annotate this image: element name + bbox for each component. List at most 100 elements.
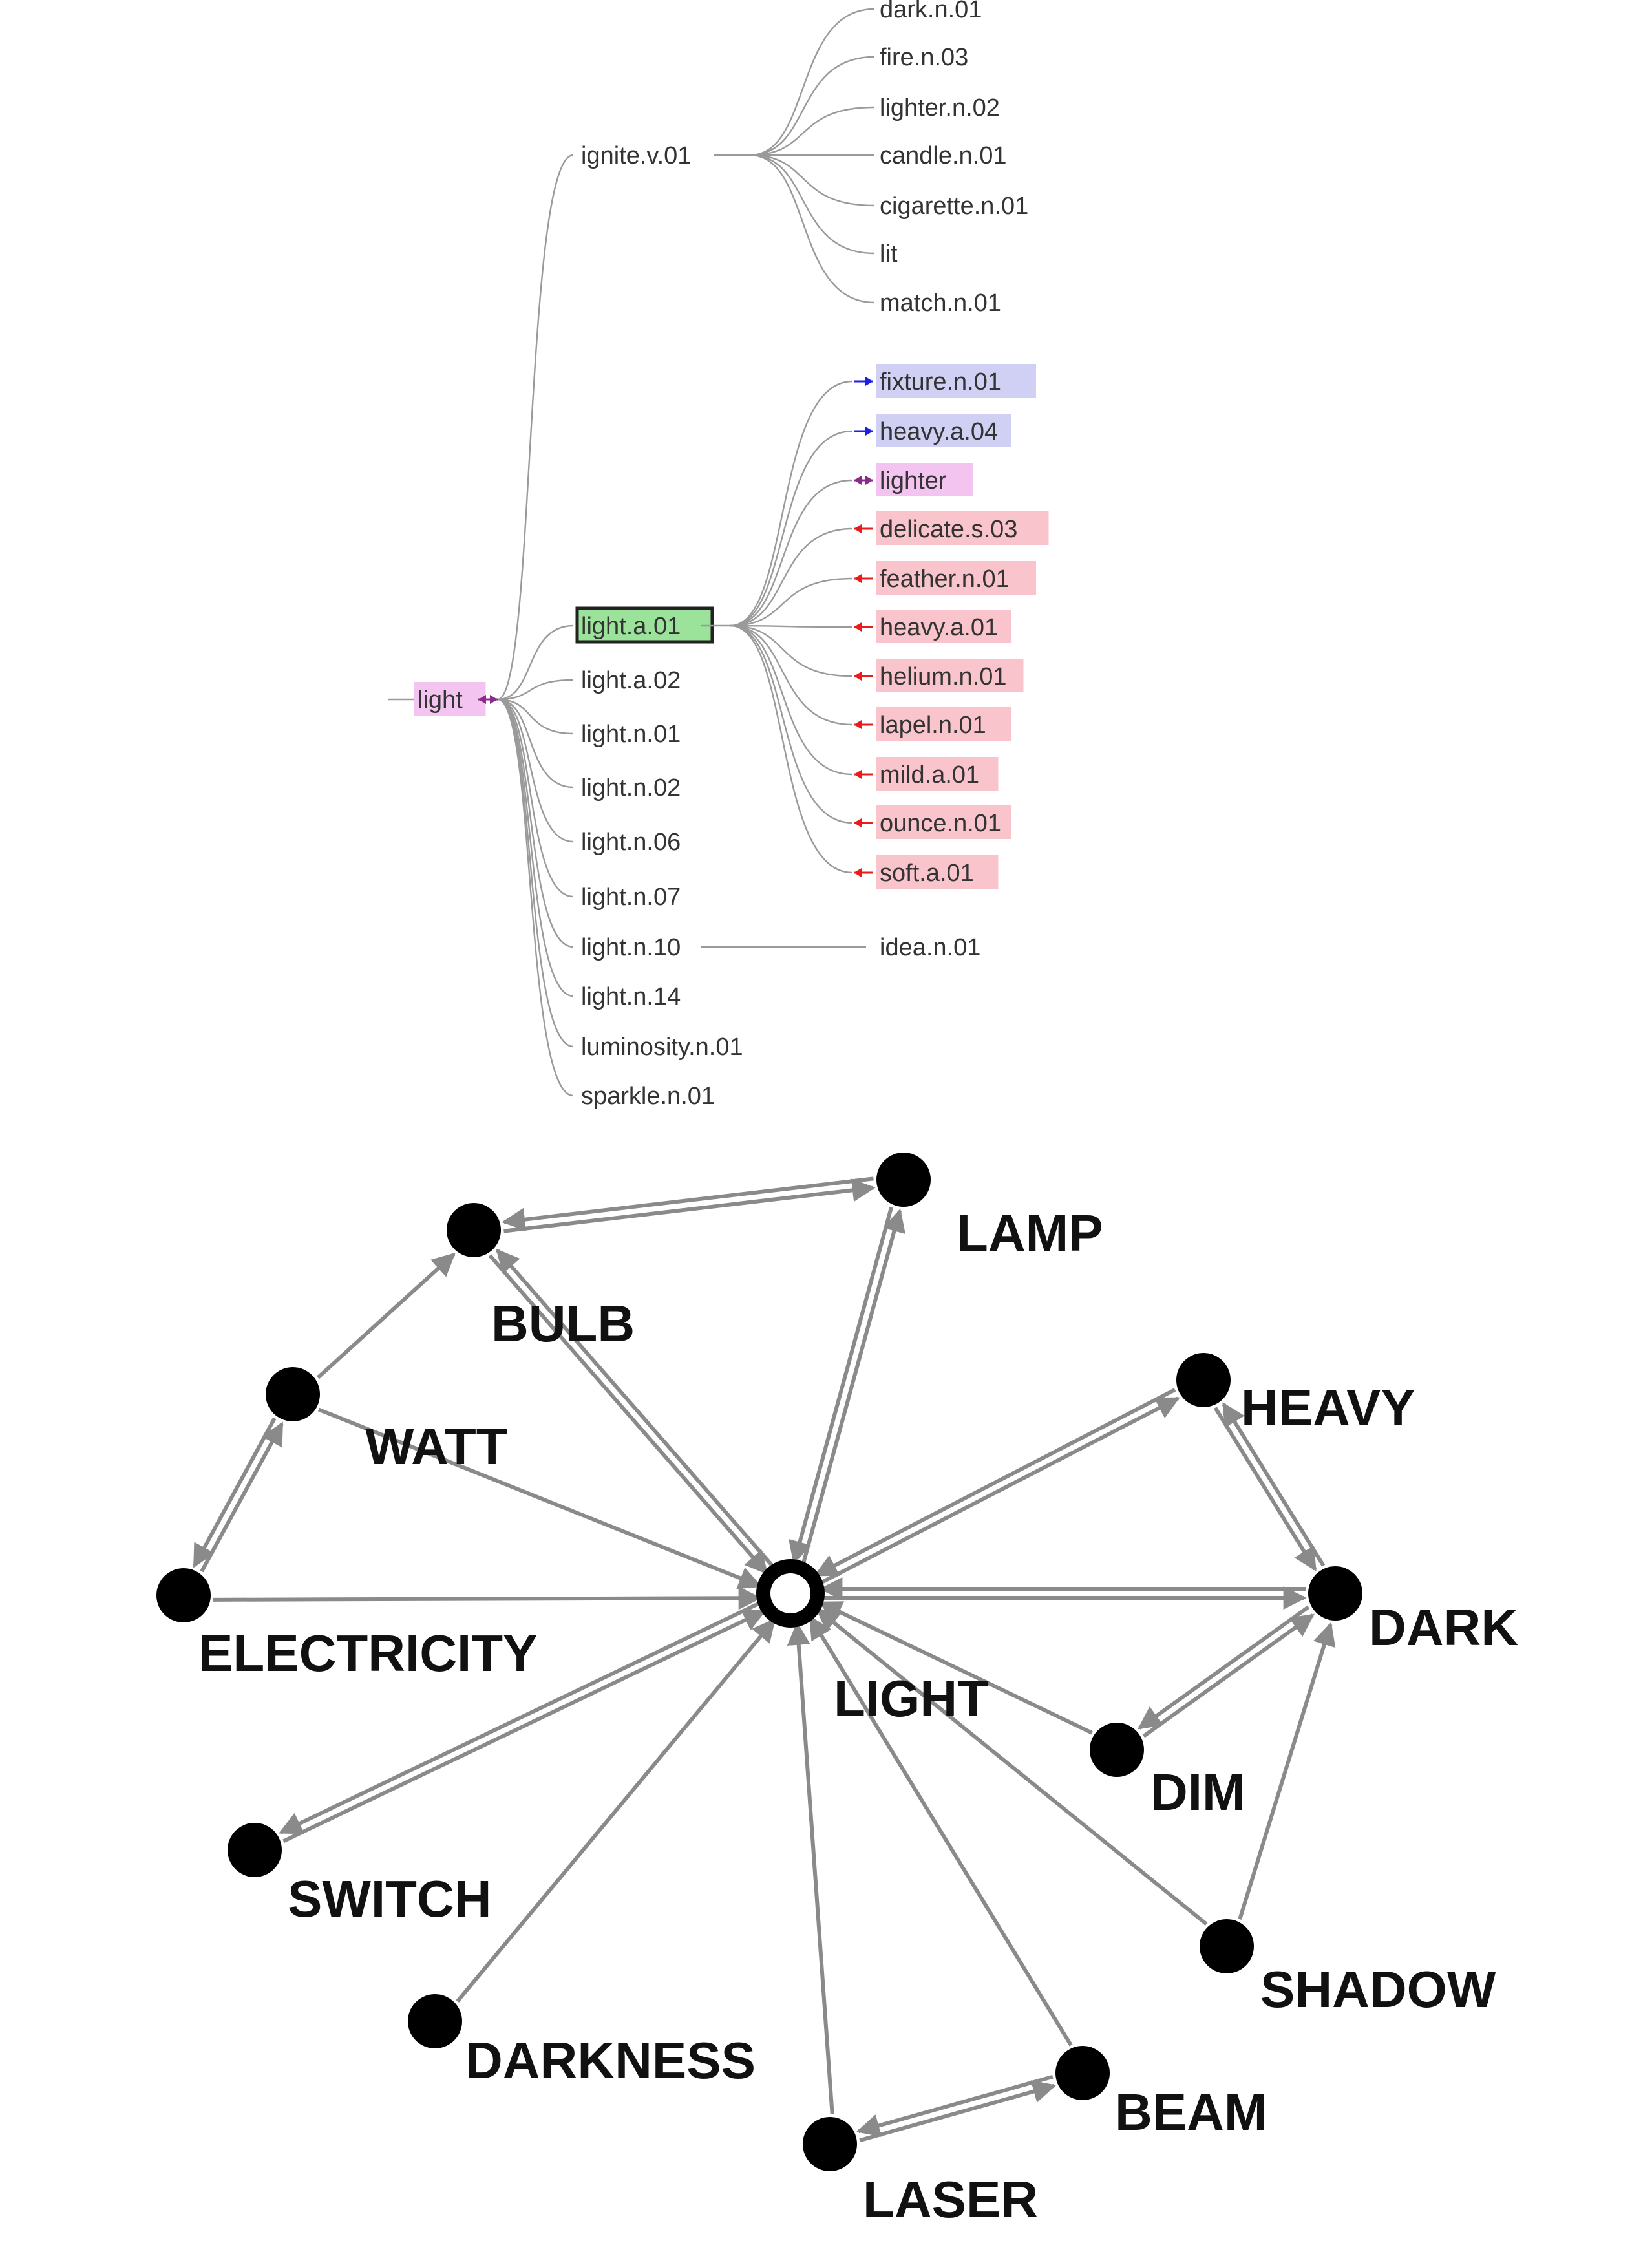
net-node-dim[interactable]: DIM (1090, 1723, 1245, 1821)
edge-root-light-a-02 (497, 679, 574, 701)
tree-node-dark-n-01-text: dark.n.01 (880, 0, 982, 23)
tree-node-ignite-v-01[interactable]: ignite.v.01 (581, 142, 691, 169)
tree-node-light-n-01-text: light.n.01 (581, 721, 681, 748)
tree-node-lapel-n-01[interactable]: lapel.n.01 (876, 707, 1011, 741)
tree-node-idea-n-01[interactable]: idea.n.01 (880, 934, 980, 961)
net-node-electricity[interactable]: ELECTRICITY (156, 1568, 537, 1682)
edge-root-sparkle-n-01 (497, 698, 574, 1097)
relation-icon-lighter (854, 476, 873, 485)
tree-node-lighter-n-02-text: lighter.n.02 (880, 94, 1000, 122)
edge-ignite-fire-n-03 (749, 56, 875, 156)
net-node-switch[interactable]: SWITCH (228, 1823, 492, 1928)
tree-node-sparkle-n-01[interactable]: sparkle.n.01 (581, 1083, 715, 1110)
tree-node-heavy-a-01[interactable]: heavy.a.01 (876, 610, 1011, 643)
edge-light-a-01-lighter (730, 479, 853, 627)
edge-laser-to-beam (859, 2080, 1057, 2143)
net-label-light: LIGHT (834, 1670, 989, 1727)
tree-node-light-a-02[interactable]: light.a.02 (581, 667, 681, 694)
net-node-heavy[interactable]: HEAVY (1176, 1353, 1415, 1436)
tree-node-lapel-n-01-highlight (876, 707, 1011, 741)
net-node-lamp[interactable]: LAMP (876, 1153, 1103, 1262)
edge-light-to-switch (279, 1600, 763, 1834)
edge-ignite-cigarette-n-01 (749, 154, 875, 207)
edge-light-to-heavy (818, 1396, 1180, 1586)
tree-node-light-n-14[interactable]: light.n.14 (581, 983, 681, 1010)
net-label-heavy: HEAVY (1241, 1379, 1415, 1436)
edge-shadow-to-dark (1238, 1622, 1336, 1920)
tree-node-mild-a-01[interactable]: mild.a.01 (876, 757, 999, 791)
tree-node-fire-n-03[interactable]: fire.n.03 (880, 44, 968, 71)
net-node-dark[interactable]: DARK (1308, 1566, 1518, 1656)
tree-node-match-n-01[interactable]: match.n.01 (880, 290, 1001, 317)
tree-node-light-n-07[interactable]: light.n.07 (581, 884, 681, 911)
tree-node-feather-n-01-highlight (876, 561, 1036, 595)
tree-node-light-n-01[interactable]: light.n.01 (581, 721, 681, 748)
tree-node-helium-n-01[interactable]: helium.n.01 (876, 659, 1024, 692)
tree-node-light-a-01[interactable]: light.a.01 (575, 606, 714, 644)
tree-node-light-a-02-text: light.a.02 (581, 667, 681, 694)
edge-root-light-n-10 (497, 698, 574, 948)
tree-node-soft-a-01[interactable]: soft.a.01 (876, 855, 999, 889)
tree-node-dark-n-01[interactable]: dark.n.01 (880, 0, 982, 23)
edge-root-light-n-01 (497, 698, 574, 735)
tree-node-ounce-n-01-highlight (876, 805, 1011, 839)
node-marker (1200, 1919, 1254, 1973)
tree-node-luminosity-n-01-text: luminosity.n.01 (581, 1034, 743, 1061)
edge-beam-to-laser (856, 2074, 1054, 2137)
net-node-darkness[interactable]: DARKNESS (408, 1994, 756, 2089)
tree-node-light-n-06-text: light.n.06 (581, 829, 681, 856)
net-label-watt: WATT (365, 1418, 508, 1475)
net-label-beam: BEAM (1115, 2083, 1267, 2141)
edge-root-ignite-v-01 (497, 154, 574, 701)
net-node-shadow[interactable]: SHADOW (1200, 1919, 1496, 2018)
tree-node-light-n-10[interactable]: light.n.10 (581, 934, 681, 961)
tree-node-mild-a-01-text: mild.a.01 (880, 761, 979, 789)
tree-node-heavy-a-04[interactable]: heavy.a.04 (876, 414, 1011, 447)
tree-node-lapel-n-01-text: lapel.n.01 (880, 712, 986, 739)
tree-node-idea-n-01-text: idea.n.01 (880, 934, 980, 961)
tree-node-fixture-n-01[interactable]: fixture.n.01 (876, 364, 1036, 398)
edge-ignite-lighter-n-02 (749, 106, 875, 156)
root-node-light[interactable]: light (414, 682, 486, 716)
tree-node-match-n-01-text: match.n.01 (880, 290, 1001, 317)
tree-node-feather-n-01[interactable]: feather.n.01 (876, 561, 1036, 595)
net-node-light[interactable]: LIGHT (756, 1559, 989, 1727)
net-node-laser[interactable]: LASER (803, 2117, 1038, 2228)
net-label-bulb: BULB (491, 1295, 635, 1352)
tree-node-lighter-highlight (876, 463, 973, 496)
tree-node-ounce-n-01[interactable]: ounce.n.01 (876, 805, 1011, 839)
edge-darkness-to-light (456, 1618, 776, 2003)
edge-watt-to-bulb (316, 1253, 456, 1379)
tree-node-lighter-n-02[interactable]: lighter.n.02 (880, 94, 1000, 122)
edge-shadow-to-light (815, 1608, 1208, 1926)
node-marker (803, 2117, 857, 2171)
tree-node-light-n-06[interactable]: light.n.06 (581, 829, 681, 856)
tree-node-cigarette-n-01[interactable]: cigarette.n.01 (880, 193, 1028, 220)
relation-icon-lapel-n-01 (854, 720, 873, 729)
tree-node-light-n-02-text: light.n.02 (581, 774, 681, 802)
tree-node-lit[interactable]: lit (880, 240, 898, 268)
tree-node-luminosity-n-01[interactable]: luminosity.n.01 (581, 1034, 743, 1061)
edge-heavy-to-light (814, 1388, 1176, 1577)
tree-node-delicate-s-03[interactable]: delicate.s.03 (876, 511, 1049, 545)
net-label-electricity: ELECTRICITY (198, 1624, 537, 1682)
net-node-bulb[interactable]: BULB (447, 1203, 635, 1352)
tree-node-heavy-a-01-text: heavy.a.01 (880, 614, 998, 641)
network-edges (193, 1176, 1336, 2143)
tree-node-light-n-02[interactable]: light.n.02 (581, 774, 681, 802)
relation-icon-ounce-n-01 (854, 818, 873, 827)
edge-dark-to-dim (1138, 1605, 1310, 1730)
tree-node-light-n-14-text: light.n.14 (581, 983, 681, 1010)
edge-beam-to-light (809, 1615, 1073, 2047)
relation-icon-helium-n-01 (854, 672, 873, 681)
tree-node-light-n-07-text: light.n.07 (581, 884, 681, 911)
tree-node-mild-a-01-highlight (876, 757, 999, 791)
relation-icon-heavy-a-04 (854, 427, 873, 436)
tree-node-candle-n-01[interactable]: candle.n.01 (880, 142, 1007, 169)
tree-node-lighter[interactable]: lighter (876, 463, 973, 496)
edge-heavy-to-dark (1213, 1407, 1317, 1571)
net-node-beam[interactable]: BEAM (1055, 2046, 1267, 2141)
edge-light-a-01-feather-n-01 (730, 577, 853, 627)
net-node-watt[interactable]: WATT (266, 1367, 508, 1475)
